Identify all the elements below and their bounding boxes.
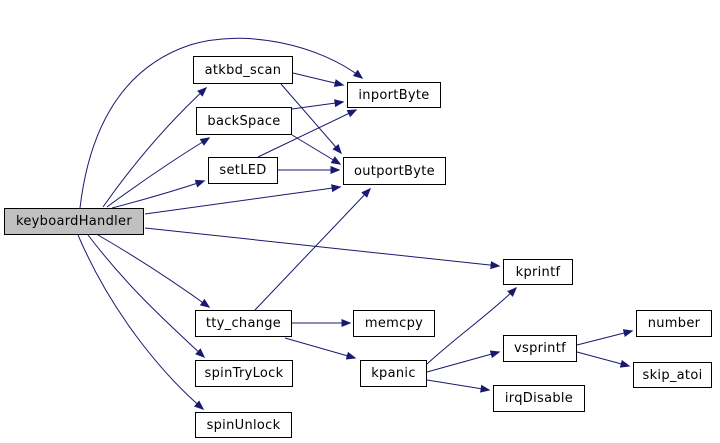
node-label: spinUnlock: [206, 417, 281, 433]
node-spinUnlock[interactable]: spinUnlock: [195, 412, 292, 438]
edge-backSpace-to-inportByte: [291, 99, 345, 110]
edge-group: [77, 37, 634, 410]
node-label: outportByte: [354, 163, 435, 179]
edge-keyboardHandler-to-inportByte: [79, 37, 364, 209]
node-label: kpanic: [371, 366, 416, 381]
node-label: inportByte: [358, 87, 430, 103]
node-vsprintf[interactable]: vsprintf: [503, 335, 577, 362]
edge-kpanic-to-irqDisable: [426, 379, 491, 393]
edge-kpanic-to-kprintf: [426, 286, 518, 365]
node-label: spinTryLock: [204, 366, 284, 381]
node-spinTryLock[interactable]: spinTryLock: [195, 360, 293, 387]
edge-keyboardHandler-to-setLED: [111, 179, 206, 209]
node-number[interactable]: number: [636, 310, 712, 337]
node-setLED[interactable]: setLED: [208, 157, 278, 184]
node-label: keyboardHandler: [16, 214, 132, 229]
node-skip_atoi[interactable]: skip_atoi: [633, 362, 712, 388]
node-label: setLED: [219, 163, 267, 178]
edge-keyboardHandler-to-spinUnlock: [77, 234, 205, 410]
node-tty_change[interactable]: tty_change: [195, 310, 292, 337]
node-backSpace[interactable]: backSpace: [196, 107, 292, 135]
node-label: backSpace: [207, 113, 281, 129]
edge-kpanic-to-vsprintf: [426, 350, 501, 373]
edge-keyboardHandler-to-kprintf: [144, 227, 501, 270]
node-label: tty_change: [205, 316, 282, 331]
node-irqDisable[interactable]: irqDisable: [493, 385, 585, 412]
node-label: kprintf: [515, 264, 561, 280]
node-label: memcpy: [364, 316, 424, 331]
edge-setLED-to-inportByte: [257, 109, 358, 158]
node-memcpy[interactable]: memcpy: [353, 310, 435, 337]
node-kpanic[interactable]: kpanic: [360, 360, 427, 387]
edge-vsprintf-to-skip_atoi: [576, 351, 631, 368]
edge-tty_change-to-kpanic: [284, 337, 357, 360]
node-kprintf[interactable]: kprintf: [503, 259, 573, 285]
node-label: vsprintf: [514, 341, 566, 356]
edge-keyboardHandler-to-spinTryLock: [87, 234, 206, 359]
node-inportByte[interactable]: inportByte: [347, 82, 441, 108]
node-label: atkbd_scan: [204, 62, 282, 78]
edge-keyboardHandler-to-tty_change: [97, 234, 211, 308]
edge-backSpace-to-outportByte: [291, 134, 342, 165]
node-atkbd_scan[interactable]: atkbd_scan: [193, 56, 293, 84]
edge-vsprintf-to-number: [576, 329, 634, 346]
edge-tty_change-to-outportByte: [254, 187, 372, 311]
node-keyboardHandler[interactable]: keyboardHandler: [4, 208, 144, 235]
edge-atkbd_scan-to-outportByte: [280, 83, 342, 155]
edge-keyboardHandler-to-atkbd_scan: [102, 86, 208, 208]
node-label: skip_atoi: [642, 367, 703, 383]
node-label: number: [647, 316, 701, 331]
node-outportByte[interactable]: outportByte: [343, 157, 446, 185]
edge-keyboardHandler-to-backSpace: [106, 137, 211, 208]
edge-keyboardHandler-to-outportByte: [144, 184, 342, 215]
node-label: irqDisable: [504, 391, 574, 406]
edge-atkbd_scan-to-inportByte: [292, 72, 345, 87]
